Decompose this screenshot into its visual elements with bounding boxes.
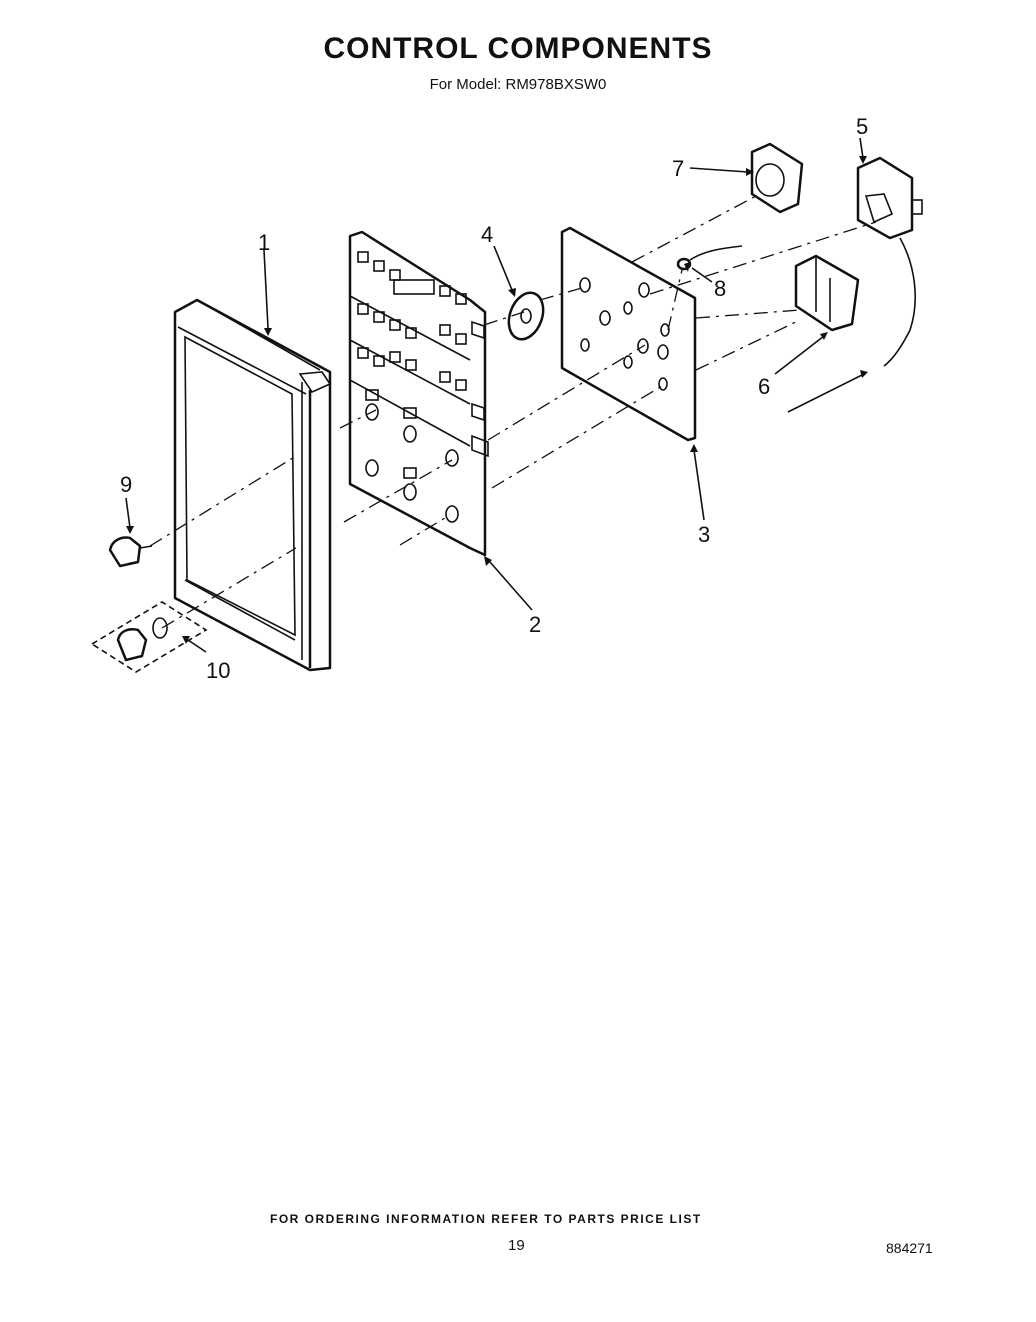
leader-lines [125,137,868,653]
alignment-lines [149,195,877,629]
part-4-selector-disc [507,291,545,341]
part-9-knob [108,536,153,568]
callout-10: 10 [206,658,230,683]
part-8-thermistor [676,245,743,271]
part-2-control-panel [348,230,489,557]
part-3-circuit-board [560,226,697,442]
part-7-transformer [750,142,804,214]
callout-8: 8 [714,276,726,301]
callout-5: 5 [856,114,868,139]
callout-4: 4 [481,222,493,247]
callout-6: 6 [758,374,770,399]
ordering-info-footer: FOR ORDERING INFORMATION REFER TO PARTS … [270,1212,702,1226]
part-5-switch-assembly [856,156,923,367]
callout-3: 3 [698,522,710,547]
part-6-relay [794,254,860,332]
callout-2: 2 [529,612,541,637]
part-1-control-frame [173,298,332,672]
callout-9: 9 [120,472,132,497]
page-number: 19 [508,1237,525,1254]
callout-7: 7 [672,156,684,181]
callout-1: 1 [258,230,270,255]
model-subtitle: For Model: RM978BXSW0 [429,76,607,93]
part-10-knob-kit [90,601,208,673]
document-number: 884271 [886,1240,933,1256]
page-title: CONTROL COMPONENTS [323,32,713,65]
